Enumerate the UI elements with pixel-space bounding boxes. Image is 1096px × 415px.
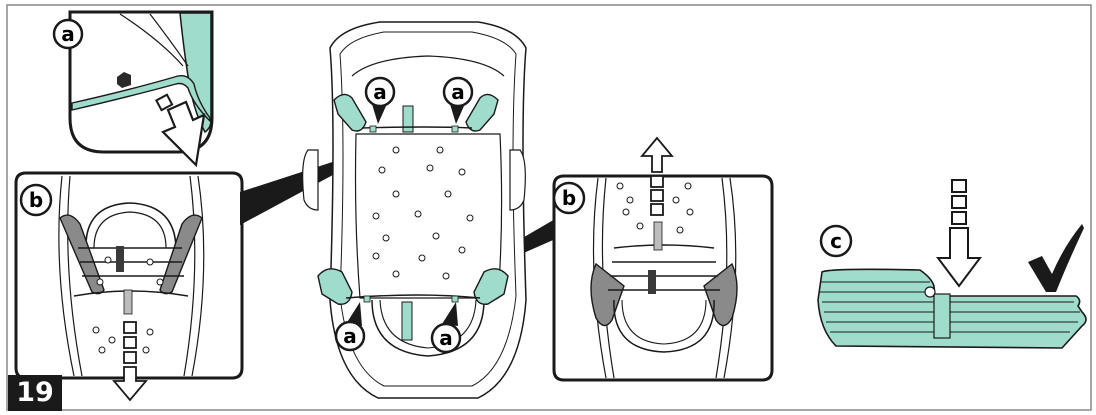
- down-arrow-icon: [155, 93, 206, 168]
- outer-frame: [6, 4, 1092, 411]
- svg-text:b: b: [29, 188, 43, 212]
- detail-a-inset: [68, 10, 214, 154]
- svg-text:a: a: [61, 22, 75, 46]
- svg-text:a: a: [373, 80, 387, 104]
- detail-b-left-inset: [14, 171, 244, 402]
- label-a-detail: a: [52, 18, 84, 50]
- label-b-left: b: [19, 183, 53, 217]
- label-a-bottom-right: a: [430, 302, 462, 354]
- down-arrow-icon: [936, 179, 982, 288]
- label-c: c: [819, 224, 853, 258]
- label-a-bottom-left: a: [334, 302, 366, 352]
- detail-b-right-inset: [552, 174, 774, 382]
- checkmark-icon: [1028, 224, 1084, 292]
- svg-text:a: a: [439, 326, 453, 350]
- svg-text:b: b: [562, 186, 576, 210]
- label-b-right: b: [552, 181, 586, 215]
- folded-stroller: [817, 268, 1087, 349]
- down-arrow-icon: [123, 321, 137, 334]
- label-a-top-right: a: [442, 76, 474, 124]
- svg-text:c: c: [830, 229, 842, 253]
- step-number-badge: 19: [8, 375, 62, 411]
- svg-text:a: a: [451, 80, 465, 104]
- up-arrow-icon: [640, 136, 674, 216]
- label-a-top-left: a: [364, 76, 396, 124]
- svg-text:a: a: [343, 324, 357, 348]
